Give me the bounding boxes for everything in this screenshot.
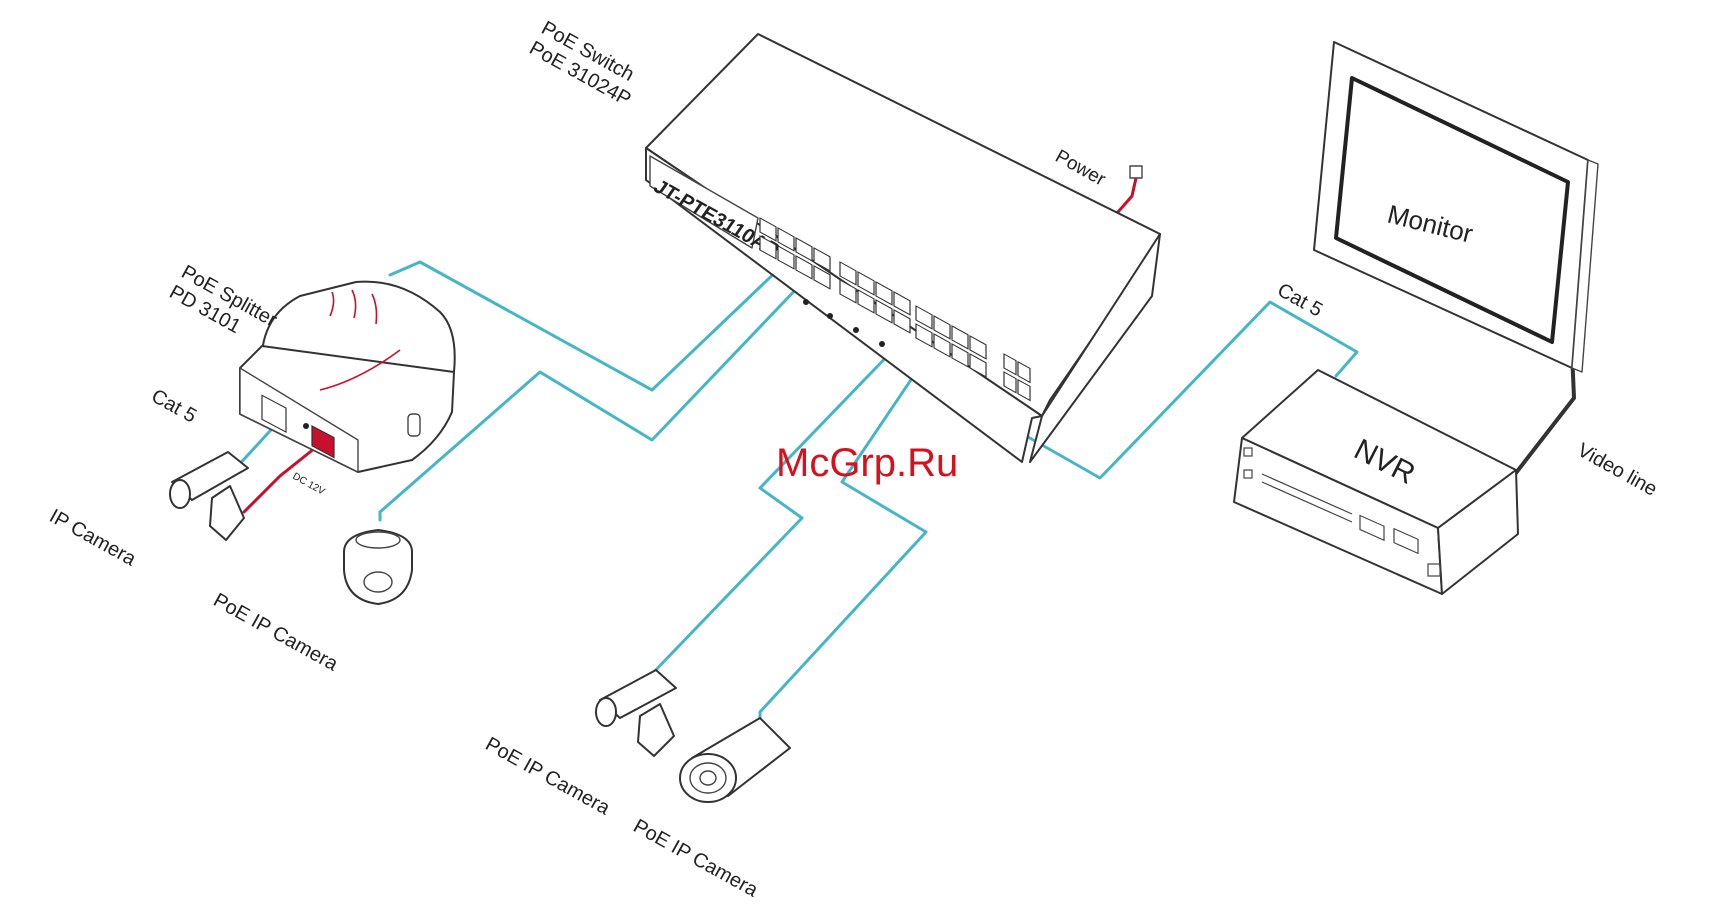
- cable-box-camera-to-switch: [650, 318, 924, 685]
- power-plug-icon: [1130, 166, 1142, 178]
- cat5-right-label: Cat 5: [1274, 279, 1326, 321]
- poe-ip-camera-dome: [344, 530, 412, 604]
- dome-camera-lens: [364, 572, 392, 592]
- ip-camera-mount: [210, 486, 244, 540]
- monitor: Monitor: [1314, 42, 1598, 372]
- splitter-side-button: [408, 414, 420, 436]
- poe-ip-camera-box: [596, 670, 676, 756]
- bullet-camera-lens-core: [700, 771, 716, 785]
- cable-switch-power: [1118, 178, 1136, 212]
- ip-camera-label: IP Camera: [46, 505, 141, 571]
- nvr: NVR: [1234, 370, 1518, 594]
- ip-camera-box: [170, 452, 248, 540]
- video-line-label: Video line: [1574, 439, 1661, 501]
- dome-camera-top: [356, 532, 400, 548]
- poe-ip-camera-bullet: [680, 718, 790, 802]
- watermark-text: McGrp.Ru: [776, 441, 958, 485]
- poe-ip-camera-bottom-1-label: PoE IP Camera: [482, 733, 615, 820]
- ip-camera-lens: [170, 480, 190, 508]
- splitter-led: [303, 423, 309, 429]
- cat5-left-label: Cat 5: [148, 385, 200, 427]
- box-camera-lens: [596, 698, 616, 726]
- poe-ip-camera-left-label: PoE IP Camera: [210, 589, 343, 676]
- poe-switch: JT-PTE3110AP: [526, 17, 1160, 462]
- splitter-dc-label: DC 12V: [291, 471, 327, 498]
- poe-ip-camera-bottom-2-label: PoE IP Camera: [630, 815, 763, 902]
- box-camera-mount: [638, 704, 674, 756]
